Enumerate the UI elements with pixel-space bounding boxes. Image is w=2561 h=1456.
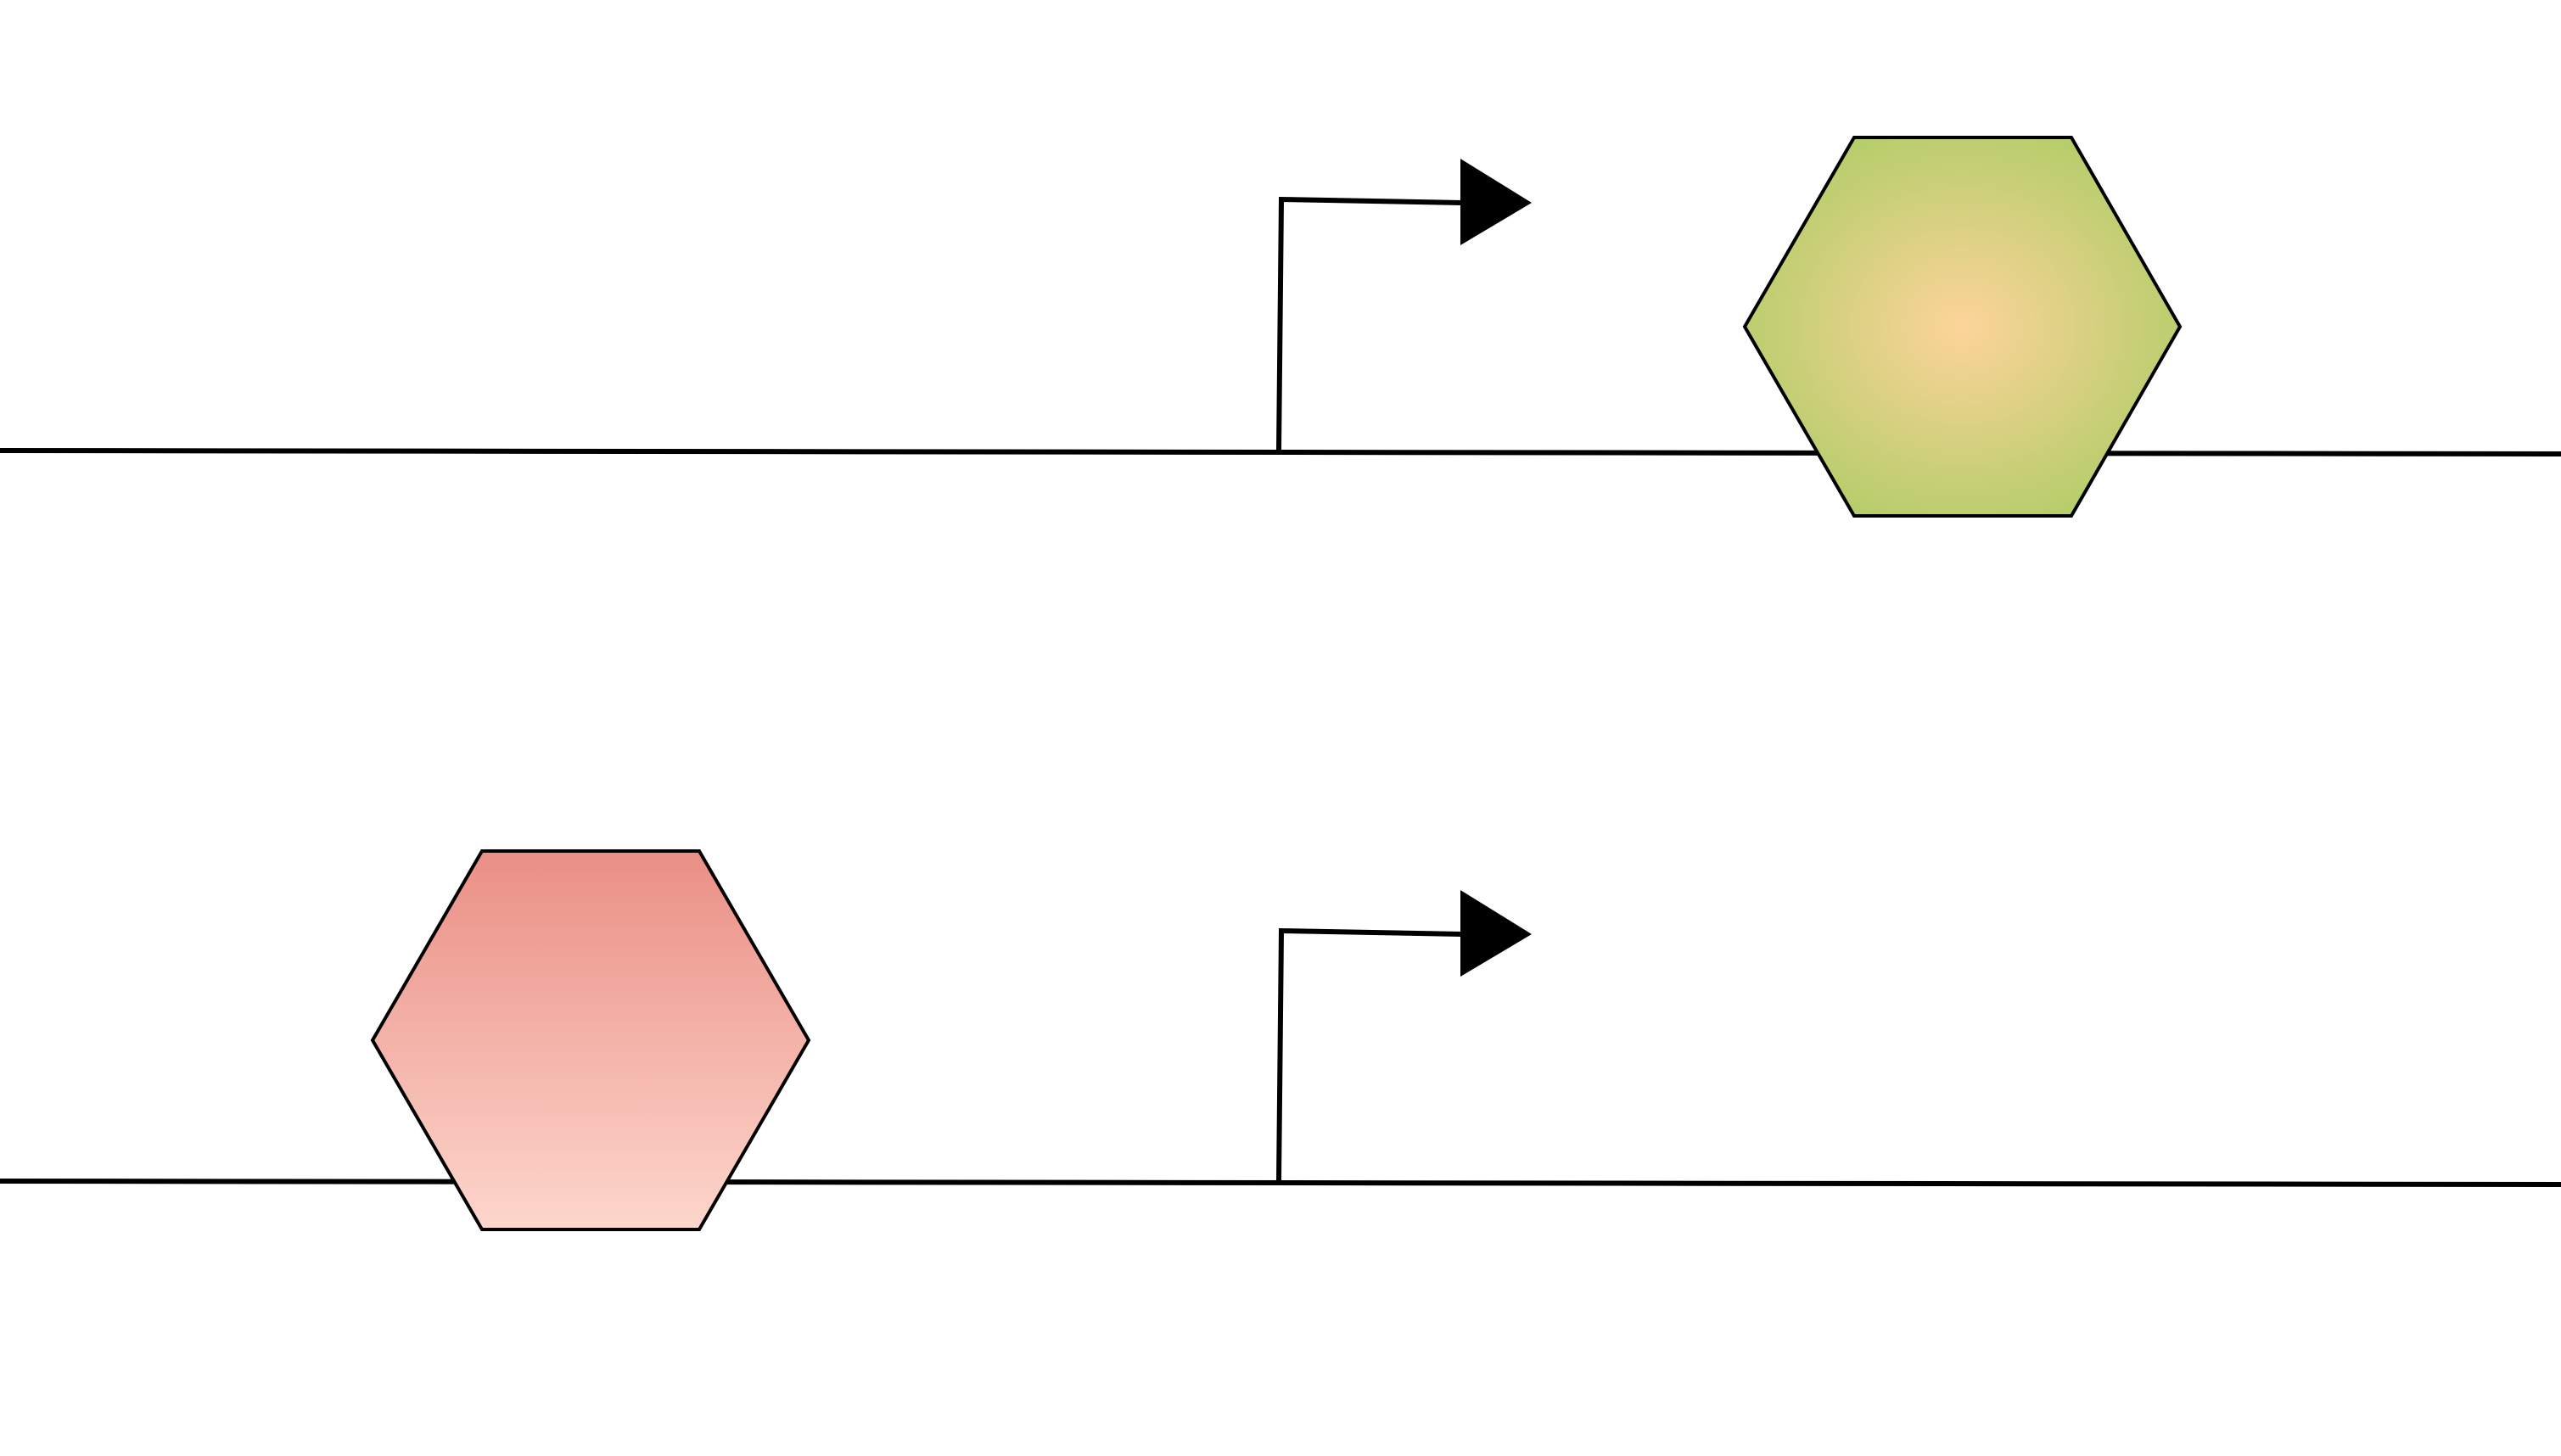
row-1 — [0, 136, 2561, 518]
promoter-arrow-top — [1276, 159, 1532, 451]
promoter-arrow-bottom — [1276, 890, 1532, 1182]
arrowhead-icon — [1460, 159, 1532, 245]
arrowhead-icon — [1460, 890, 1532, 977]
dna-strand-top — [0, 448, 2561, 456]
row-2 — [0, 849, 2561, 1231]
activator-protein-hexagon — [1742, 136, 2183, 518]
repressor-protein-hexagon — [370, 849, 811, 1231]
dna-strand-bottom — [0, 1179, 2561, 1187]
